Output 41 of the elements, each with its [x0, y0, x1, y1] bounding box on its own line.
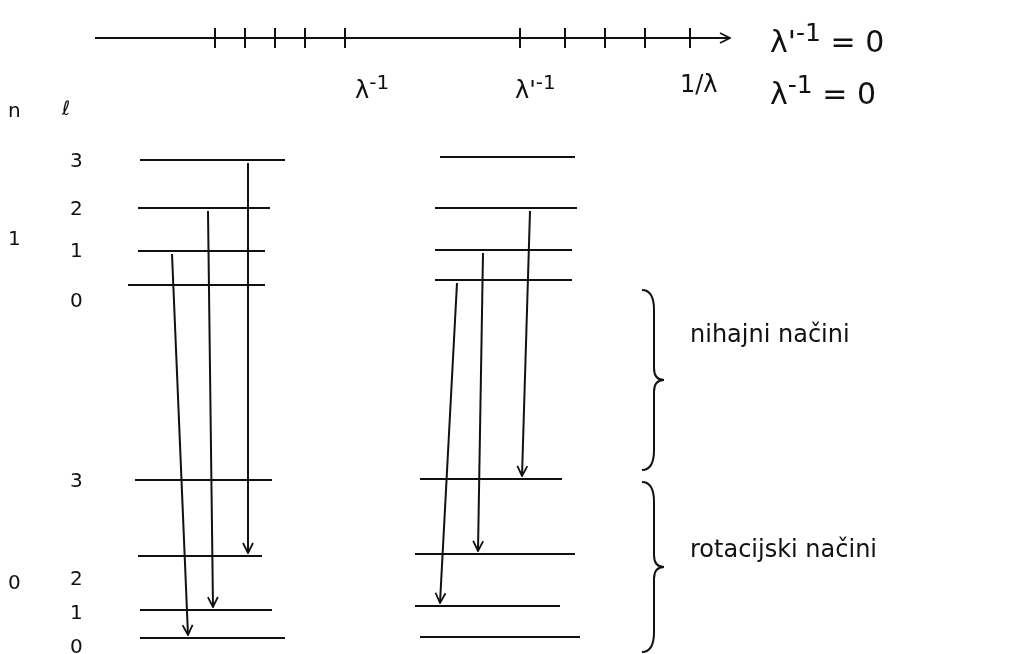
- energy-level-line: [440, 154, 575, 160]
- axis-label: 1/λ: [680, 72, 718, 96]
- group-label: nihajni načini: [690, 322, 850, 346]
- energy-level-line: [140, 157, 285, 163]
- energy-level-line: [140, 635, 285, 641]
- column-header: n: [8, 100, 21, 120]
- level-number: 1: [70, 240, 83, 260]
- energy-level-line: [138, 553, 262, 559]
- energy-level-line: [435, 277, 572, 283]
- column-header: ℓ: [62, 98, 71, 118]
- energy-level-line: [128, 282, 265, 288]
- axis-label: λ'$^{-1}$: [515, 72, 556, 102]
- energy-level-line: [140, 607, 272, 613]
- energy-level-line: [135, 477, 272, 483]
- axis-label: λ$^{-1}$: [355, 72, 390, 102]
- energy-level-line: [420, 476, 562, 482]
- transition-arrow: [171, 253, 194, 636]
- energy-level-line: [420, 634, 580, 640]
- level-number: 1: [70, 602, 83, 622]
- level-number: 0: [70, 636, 83, 654]
- transition-arrow: [242, 162, 254, 554]
- equation: λ'$^{-1}$ = 0: [770, 20, 885, 57]
- level-number: 2: [70, 568, 83, 588]
- energy-level-line: [138, 205, 270, 211]
- level-number: 3: [70, 150, 83, 170]
- level-number: 0: [8, 572, 21, 592]
- energy-level-line: [138, 248, 265, 254]
- energy-level-line: [435, 205, 577, 211]
- energy-level-line: [415, 551, 575, 557]
- transition-arrow: [206, 210, 219, 608]
- level-number: 3: [70, 470, 83, 490]
- level-number: 2: [70, 198, 83, 218]
- energy-level-line: [435, 247, 572, 253]
- energy-level-line: [415, 603, 560, 609]
- transition-arrow: [434, 282, 458, 604]
- group-label: rotacijski načini: [690, 537, 878, 561]
- level-number: 1: [8, 228, 21, 248]
- equation: λ$^{-1}$ = 0: [770, 72, 876, 109]
- transition-arrow: [516, 210, 531, 477]
- level-number: 0: [70, 290, 83, 310]
- transition-arrow: [472, 252, 485, 552]
